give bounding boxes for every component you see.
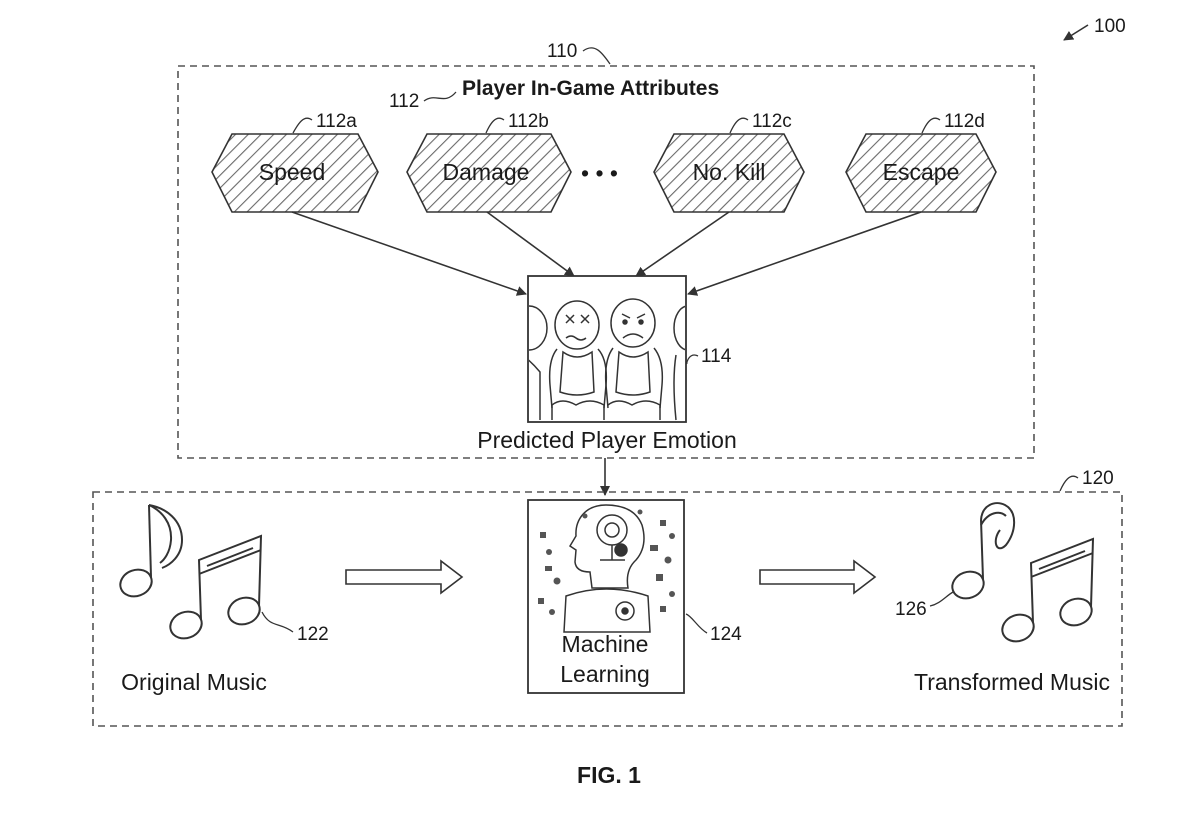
transformed-music-ref: 126: [895, 591, 954, 620]
attribute-ref: 112b: [508, 111, 549, 132]
svg-text:124: 124: [710, 624, 742, 645]
attribute-speed: Speed 112a: [211, 111, 379, 213]
figure-ref-100: 100: [1063, 16, 1126, 41]
emotion-group-ref: 110: [547, 41, 611, 65]
svg-text:100: 100: [1094, 16, 1126, 37]
transformed-music-label: Transformed Music: [914, 669, 1110, 695]
predicted-emotion-image: 114: [527, 275, 732, 423]
ml-to-transformed-arrow: [759, 559, 877, 595]
attribute-hexagon: [406, 133, 572, 213]
attribute-damage: Damage 112b: [406, 111, 572, 213]
attribute-hexagon: [845, 133, 997, 213]
attribute-ref: 112d: [944, 111, 985, 132]
attribute-ref: 112a: [316, 111, 357, 132]
sad-face-icon: [610, 298, 656, 348]
figure-caption: FIG. 1: [577, 762, 641, 788]
attribute-no-kill: No. Kill 112c: [653, 111, 805, 213]
attribute-label: Damage: [443, 159, 530, 185]
attribute-arrows: [291, 211, 922, 296]
svg-text:120: 120: [1082, 468, 1114, 489]
svg-text:110: 110: [547, 41, 577, 62]
music-group-ref: 120: [1059, 468, 1114, 492]
svg-text:112: 112: [389, 91, 419, 112]
transformed-music-icon: [951, 502, 1095, 643]
machine-learning-ref: 124: [685, 613, 742, 645]
attribute-ellipsis: • • •: [581, 160, 618, 186]
attribute-label: Speed: [259, 159, 326, 185]
attributes-title: Player In-Game Attributes: [462, 77, 719, 100]
ml-decoration-icons: [538, 509, 675, 615]
machine-learning-box: Machine Learning: [527, 499, 685, 694]
dizzy-face-icon: [554, 300, 600, 350]
attribute-label: No. Kill: [693, 159, 766, 185]
predicted-emotion-label: Predicted Player Emotion: [477, 427, 737, 453]
svg-text:122: 122: [297, 624, 329, 645]
original-music-ref: 122: [261, 611, 329, 645]
original-music-label: Original Music: [121, 669, 267, 695]
attributes-title-ref: 112: [389, 91, 457, 112]
original-music-icon: [119, 504, 263, 640]
svg-text:126: 126: [895, 599, 927, 620]
attribute-ref: 112c: [752, 111, 792, 132]
attribute-hexagon: [653, 133, 805, 213]
emotion-ref: 114: [701, 346, 732, 367]
original-to-ml-arrow: [345, 559, 464, 595]
ai-head-icon: [563, 504, 651, 633]
ml-label-line2: Learning: [560, 661, 650, 687]
music-group-box: [92, 491, 1123, 727]
attribute-label: Escape: [883, 159, 960, 185]
attribute-escape: Escape 112d: [845, 111, 997, 213]
attribute-hexagon: [211, 133, 379, 213]
ml-label-line1: Machine: [562, 631, 649, 657]
